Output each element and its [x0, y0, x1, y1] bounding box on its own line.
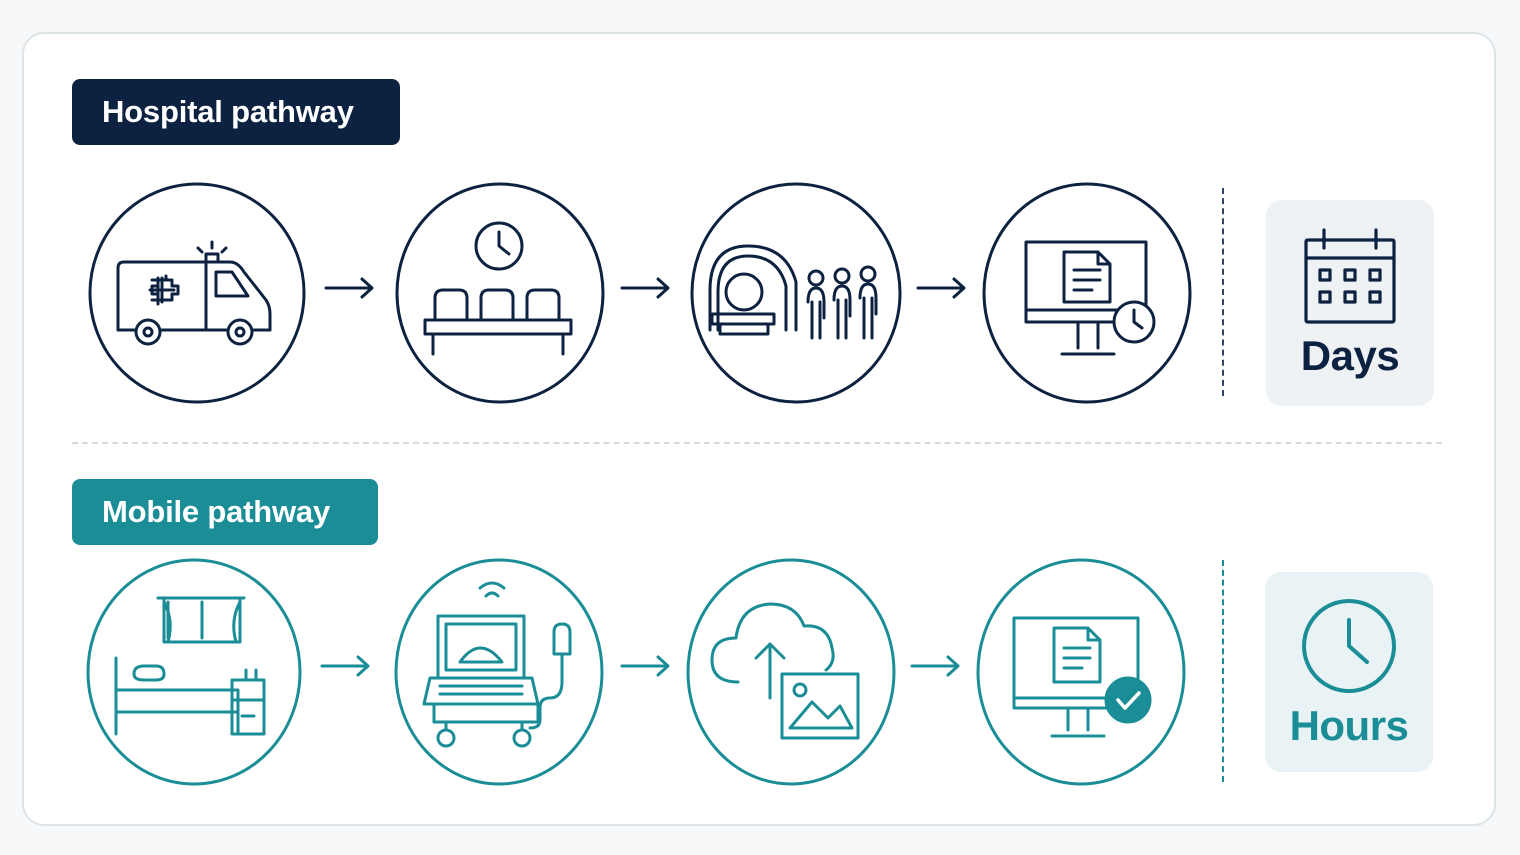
arrow-icon	[620, 655, 670, 677]
diagram-card	[22, 32, 1496, 826]
mobile-separator	[1222, 560, 1224, 782]
hospital-separator	[1222, 188, 1224, 396]
arrow-icon	[320, 655, 370, 677]
delayed-report-icon	[982, 182, 1192, 404]
hospital-pathway-label-text: Hospital pathway	[102, 94, 354, 129]
mobile-pathway-label: Mobile pathway	[72, 479, 378, 545]
arrow-icon	[324, 277, 374, 299]
home-bedroom-icon	[86, 558, 302, 786]
arrow-icon	[916, 277, 966, 299]
calendar-icon	[1304, 228, 1396, 324]
hospital-duration-label: Days	[1300, 332, 1400, 379]
arrow-icon	[910, 655, 960, 677]
arrow-icon	[620, 277, 670, 299]
clock-icon	[1302, 599, 1396, 693]
mobile-duration-label: Hours	[1289, 702, 1409, 749]
mobile-duration-card: Hours	[1265, 572, 1433, 772]
mri-queue-icon	[690, 182, 902, 404]
portable-ultrasound-icon	[394, 558, 604, 786]
hospital-duration-card: Days	[1266, 200, 1434, 406]
cloud-upload-icon	[686, 558, 896, 786]
hospital-pathway-label: Hospital pathway	[72, 79, 400, 145]
section-divider	[72, 442, 1442, 444]
mobile-pathway-label-text: Mobile pathway	[102, 494, 331, 529]
waiting-room-icon	[395, 182, 605, 404]
ambulance-icon	[88, 182, 306, 404]
report-complete-icon	[976, 558, 1186, 786]
